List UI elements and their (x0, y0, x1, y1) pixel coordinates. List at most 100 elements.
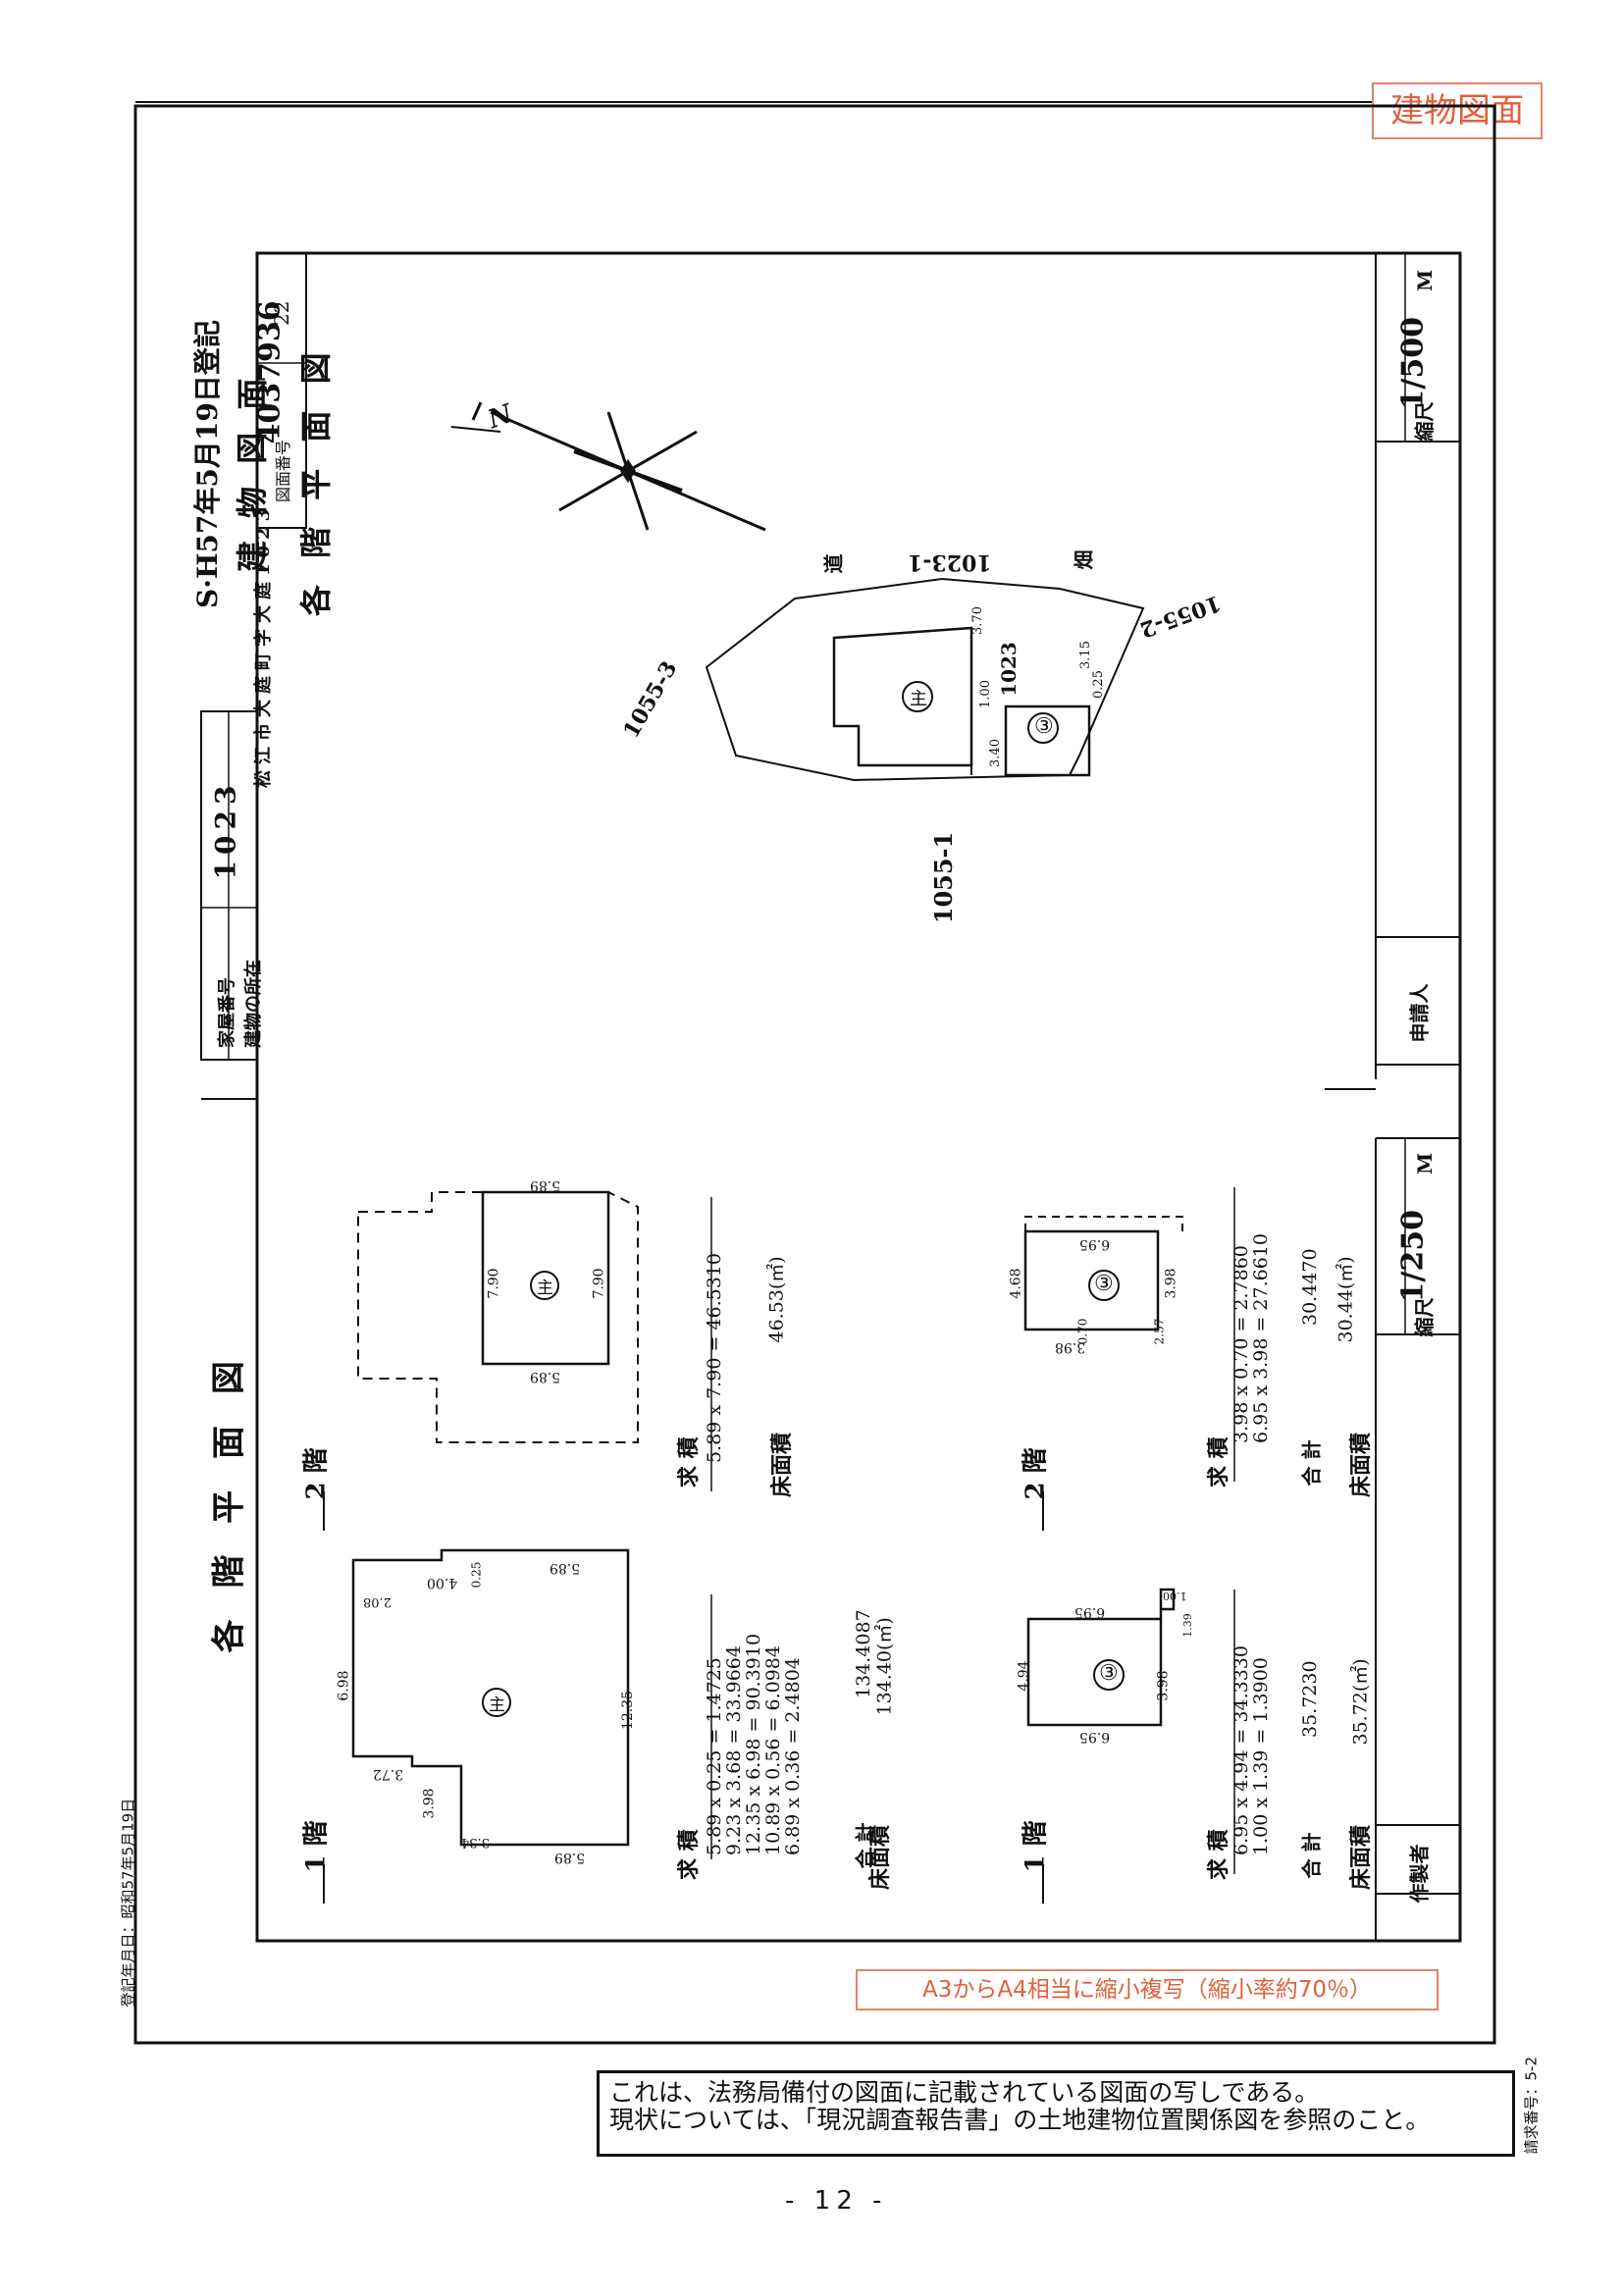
lot-label-hata: 畑 (1072, 549, 1096, 570)
calc-line: 5.89 x 7.90 = 46.5310 (704, 1253, 725, 1463)
calc-heading: 求 積 (676, 1436, 702, 1487)
dim: 4.00 (427, 1575, 458, 1591)
dim: 0.70 (1075, 1318, 1090, 1345)
note-box: これは、法務局備付の図面に記載されている図面の写しである。 現状については、「現… (597, 2070, 1515, 2157)
dim: 6.98 (336, 1670, 352, 1701)
section-title: 各 階 平 面 図 (209, 1351, 249, 1653)
calc-heading: 求 積 (1206, 1436, 1231, 1487)
document-type-tag: 建物図面 (1372, 82, 1543, 139)
dim: 5.89 (554, 1850, 586, 1865)
plan-b3-floor2-mark: ③ (1094, 1272, 1114, 1296)
dim: 5.89 (550, 1560, 581, 1576)
site-main-label: 主 (910, 689, 927, 709)
lot-label-michi: 道 (821, 553, 846, 574)
location-value: 松江市大庭町字大庭1023 (253, 502, 274, 788)
house-number-label: 家屋番号 (217, 977, 237, 1048)
plan-main-floor1-mark: 主 (489, 1696, 505, 1715)
plan-b3-floor1-mark: ③ (1099, 1661, 1119, 1686)
floor-area: 30.44(㎡) (1335, 1256, 1357, 1343)
registration-date: 登記年月日：昭和57年5月19日 (119, 1798, 137, 2008)
calc-line: 1.00 x 1.39 = 1.3900 (1250, 1657, 1272, 1855)
doc-subtitle: 各 階 平 面 図 (297, 344, 335, 616)
site-main-mark (902, 681, 933, 712)
dim: 0.25 (469, 1561, 484, 1589)
floor-area: 35.72(㎡) (1349, 1658, 1372, 1746)
calc-line: 6.95 x 3.98 = 27.6610 (1250, 1233, 1272, 1443)
calc-total-label: 合 計 (1299, 1832, 1324, 1879)
dim: 3.98 (421, 1788, 438, 1819)
calc-heading: 求 積 (676, 1829, 702, 1880)
floor1-label-b3: 1 階 (1021, 1820, 1051, 1873)
creator-label: 作製者 (1407, 1844, 1432, 1904)
plan-main-floor2-mark: 主 (537, 1278, 553, 1298)
plan-main-floor2-outline (357, 1191, 639, 1443)
plan-b3-floor1 (1026, 1588, 1176, 1727)
dim: 3.34 (461, 1835, 490, 1850)
page-number: - 12 - (785, 2186, 888, 2216)
lot-label-bottom: 1055-1 (929, 831, 959, 924)
plan-main-floor2 (481, 1190, 610, 1366)
compass-icon (450, 401, 766, 532)
floor-area-label: 床面積 (769, 1432, 795, 1497)
plan-main-floor1 (351, 1548, 630, 1847)
lot-label-center: 1023 (996, 642, 1021, 697)
dim: 2.08 (363, 1594, 392, 1609)
floor2-label-b3: 2 階 (1021, 1447, 1051, 1500)
dim: 5.89 (530, 1369, 561, 1384)
dim: 4.94 (1016, 1660, 1032, 1692)
lot-label-top: 1023-1 (908, 549, 992, 575)
scale-bottom-value: 1/250 (1395, 1210, 1431, 1303)
note-line-2: 現状については、「現況調査報告書」の土地建物位置関係図を参照のこと。 (609, 2106, 1431, 2134)
site-plan (705, 577, 1145, 782)
house-number: 1023 (209, 779, 242, 880)
floor2-label-main: 2 階 (301, 1447, 332, 1500)
dim: 4.68 (1008, 1268, 1024, 1299)
sheet-label: 図面番号 (274, 439, 292, 502)
applicant-label: 申請人 (1407, 983, 1432, 1043)
scale-top-value: 1/500 (1395, 317, 1431, 410)
dim: 1.00 (1163, 1590, 1187, 1602)
calc-total: 35.7230 (1299, 1660, 1321, 1738)
calc-line: 9.23 x 3.68 = 33.9664 (723, 1645, 745, 1855)
dim: 6.95 (1079, 1729, 1111, 1745)
calc-line: 3.98 x 0.70 = 2.7860 (1230, 1245, 1252, 1443)
scale-top-unit: M (1413, 269, 1437, 291)
floor-area: 134.40(㎡) (873, 1617, 896, 1716)
dim: 3.98 (1155, 1670, 1172, 1701)
registered-date: S·H57年5月19日登記 (191, 320, 224, 608)
dim: 3.98 (1163, 1268, 1179, 1299)
outer-frame (133, 104, 1496, 2045)
dim: 6.95 (1079, 1236, 1111, 1252)
calc-line: 10.89 x 0.56 = 6.0984 (762, 1645, 784, 1855)
dim: 1.39 (1180, 1613, 1194, 1638)
site-dim-1: 3.70 (969, 606, 985, 635)
dim: 2.57 (1152, 1318, 1167, 1345)
site-b3-mark (1027, 712, 1059, 744)
scale-bottom-unit: M (1413, 1152, 1437, 1174)
reduction-stamp: A3からA4相当に縮小複写（縮小率約70％） (856, 1969, 1439, 2010)
sheet-number: 22 (270, 300, 293, 326)
calc-line: 6.89 x 0.36 = 2.4804 (782, 1657, 804, 1855)
floor-area-label: 床面積 (1348, 1432, 1374, 1497)
floor1-label-main: 1 階 (301, 1820, 332, 1873)
request-number: 請求番号：5-2 (1522, 2056, 1541, 2155)
floor-area-label: 床面積 (1348, 1824, 1374, 1890)
floor-area: 46.53(㎡) (765, 1256, 788, 1343)
location-label: 建物の所在 (243, 960, 264, 1048)
calc-line: 12.35 x 6.98 = 90.3910 (743, 1633, 764, 1855)
dim: 7.90 (486, 1268, 502, 1299)
floor-area-label: 床面積 (867, 1824, 893, 1890)
dim: 12.35 (620, 1690, 637, 1731)
dim: 7.90 (591, 1268, 607, 1299)
calc-total-label: 合 計 (1299, 1439, 1324, 1487)
dim: 6.95 (1074, 1604, 1106, 1620)
site-dim-5: 1.00 (977, 680, 993, 708)
site-dim-4: 3.40 (987, 739, 1003, 767)
calc-total: 30.4470 (1299, 1248, 1321, 1326)
site-dim-2: 3.15 (1077, 641, 1093, 669)
dim: 3.72 (373, 1766, 404, 1782)
calc-line: 5.89 x 0.25 = 1.4725 (704, 1657, 725, 1855)
dim: 5.89 (530, 1177, 561, 1193)
calc-line: 6.95 x 4.94 = 34.3330 (1230, 1645, 1252, 1855)
